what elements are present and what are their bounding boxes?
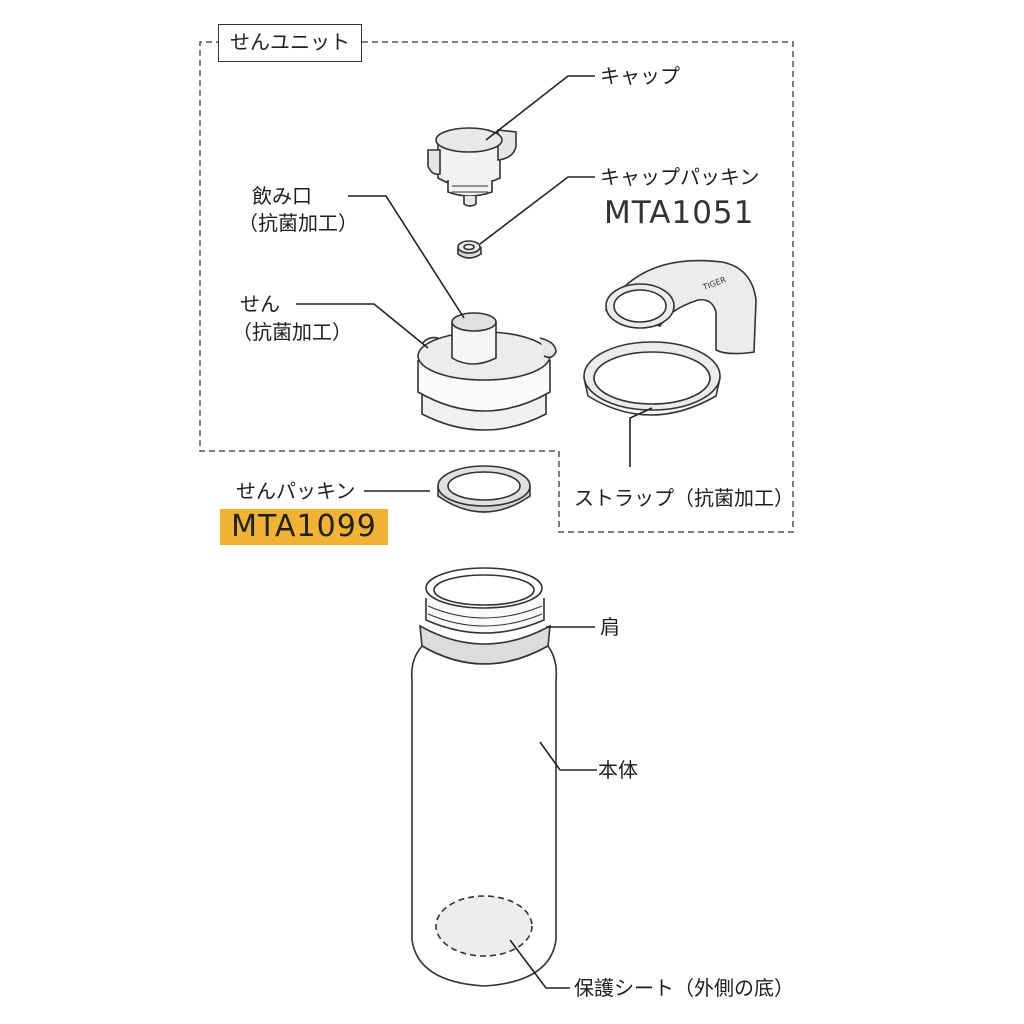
cap-packing-label: キャップパッキン — [600, 165, 760, 189]
stopper-label: せん — [240, 292, 280, 316]
bottle-body-part — [410, 567, 558, 987]
protective-sheet-label: 保護シート（外側の底） — [574, 976, 794, 1000]
stopper-packing-part — [437, 465, 531, 513]
cap-packing-part-number: MTA1051 — [604, 195, 755, 231]
stopper-note: （抗菌加工） — [232, 320, 352, 344]
strap-part — [583, 259, 757, 416]
cap-label: キャップ — [600, 64, 680, 88]
shoulder-label: 肩 — [600, 615, 620, 639]
stopper-unit-title: せんユニット — [218, 24, 362, 62]
leader-lines — [296, 75, 653, 989]
stopper-packing-label: せんパッキン — [236, 479, 356, 503]
stopper-unit-boundary — [199, 41, 794, 533]
mouthpiece-note: （抗菌加工） — [238, 211, 358, 235]
cap-part — [427, 127, 517, 207]
protective-sheet-part — [435, 895, 533, 957]
stopper-packing-part-highlight: MTA1099 — [220, 509, 388, 545]
stopper-part — [417, 312, 557, 431]
mouthpiece-label: 飲み口 — [252, 184, 312, 208]
stopper-packing-part-number: MTA1099 — [231, 509, 377, 544]
cap-packing-part — [457, 240, 482, 259]
body-label: 本体 — [598, 758, 638, 782]
strap-label: ストラップ（抗菌加工） — [574, 486, 794, 510]
